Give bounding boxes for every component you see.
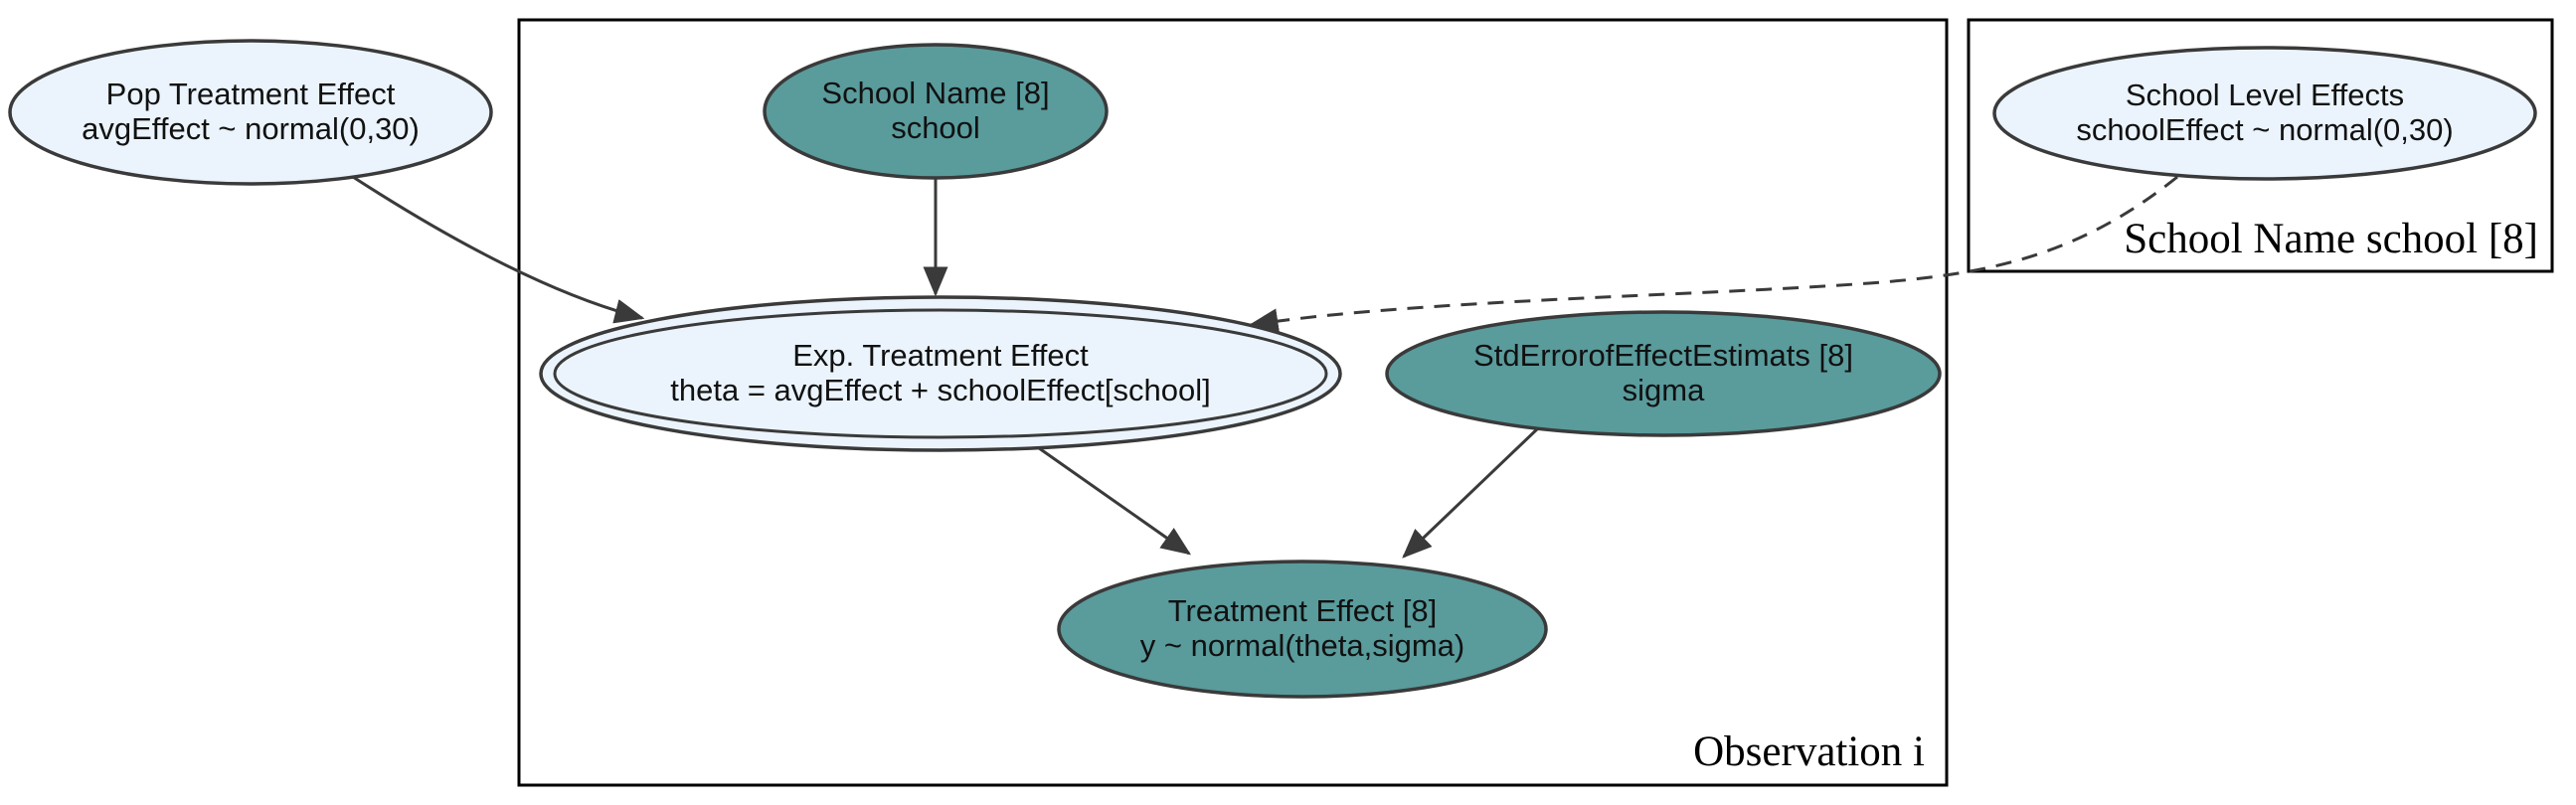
school-level-effects-ellipse: [1992, 46, 2537, 181]
node-school-name: School Name [8] school: [763, 43, 1109, 180]
std-error-ellipse: [1385, 310, 1942, 437]
edge-school-level-to-exp-effect: [1248, 175, 2178, 334]
pop-treatment-effect-formula: avgEffect ~ normal(0,30): [82, 111, 420, 146]
edges: [352, 175, 2178, 559]
pop-treatment-effect-title: Pop Treatment Effect: [106, 77, 396, 111]
treatment-effect-formula: y ~ normal(theta,sigma): [1140, 628, 1464, 663]
node-exp-treatment-effect: Exp. Treatment Effect theta = avgEffect …: [539, 295, 1342, 452]
school-name-title: School Name [8]: [821, 76, 1049, 110]
treatment-effect-title: Treatment Effect [8]: [1168, 593, 1438, 628]
std-error-variable: sigma: [1623, 373, 1705, 407]
exp-treatment-effect-inner-ellipse: [553, 308, 1328, 439]
node-school-level-effects: School Level Effects schoolEffect ~ norm…: [1992, 46, 2537, 181]
exp-treatment-effect-title: Exp. Treatment Effect: [792, 338, 1089, 373]
school-level-effects-title: School Level Effects: [2126, 78, 2404, 112]
pop-treatment-effect-ellipse: [8, 39, 493, 186]
treatment-effect-ellipse: [1057, 560, 1548, 699]
node-pop-treatment-effect: Pop Treatment Effect avgEffect ~ normal(…: [8, 39, 493, 186]
node-std-error: StdErrorofEffectEstimats [8] sigma: [1385, 310, 1942, 437]
school-name-ellipse: [763, 43, 1109, 180]
plate-observation-border: [517, 18, 1949, 787]
plate-observation-label: Observation i: [1693, 728, 1925, 775]
school-level-effects-formula: schoolEffect ~ normal(0,30): [2076, 112, 2453, 147]
plate-school: [1967, 18, 2554, 273]
node-treatment-effect: Treatment Effect [8] y ~ normal(theta,si…: [1057, 560, 1548, 699]
school-name-variable: school: [891, 110, 980, 145]
plate-school-border: [1967, 18, 2554, 273]
exp-treatment-effect-outer-ellipse: [539, 295, 1342, 452]
exp-treatment-effect-formula: theta = avgEffect + schoolEffect[school]: [670, 373, 1210, 407]
edge-std-error-to-treatment: [1402, 425, 1541, 559]
std-error-title: StdErrorofEffectEstimats [8]: [1473, 338, 1853, 373]
edge-exp-effect-to-treatment: [1031, 441, 1192, 556]
edge-pop-effect-to-exp-effect: [352, 175, 645, 324]
plate-observation: [517, 18, 1949, 787]
plate-school-label: School Name school [8]: [2124, 216, 2538, 262]
